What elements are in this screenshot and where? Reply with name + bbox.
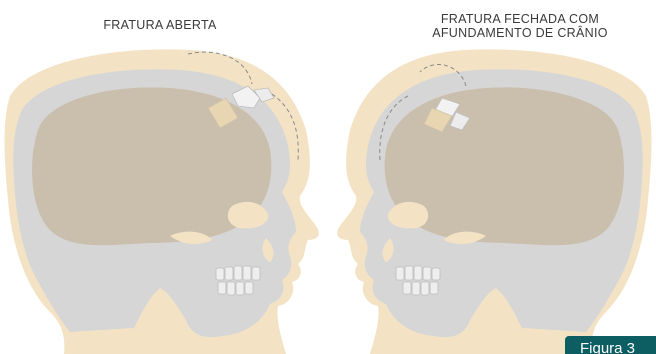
right-caption: FRATURA FECHADA COM AFUNDAMENTO DE CRÂNI…	[410, 12, 630, 40]
right-caption-line2: AFUNDAMENTO DE CRÂNIO	[410, 26, 630, 40]
left-caption: FRATURA ABERTA	[60, 18, 260, 32]
right-caption-line1: FRATURA FECHADA COM	[410, 12, 630, 26]
figure-number-tab: Figura 3	[565, 336, 656, 354]
left-head-profile	[5, 49, 319, 354]
right-head-profile	[337, 49, 651, 354]
